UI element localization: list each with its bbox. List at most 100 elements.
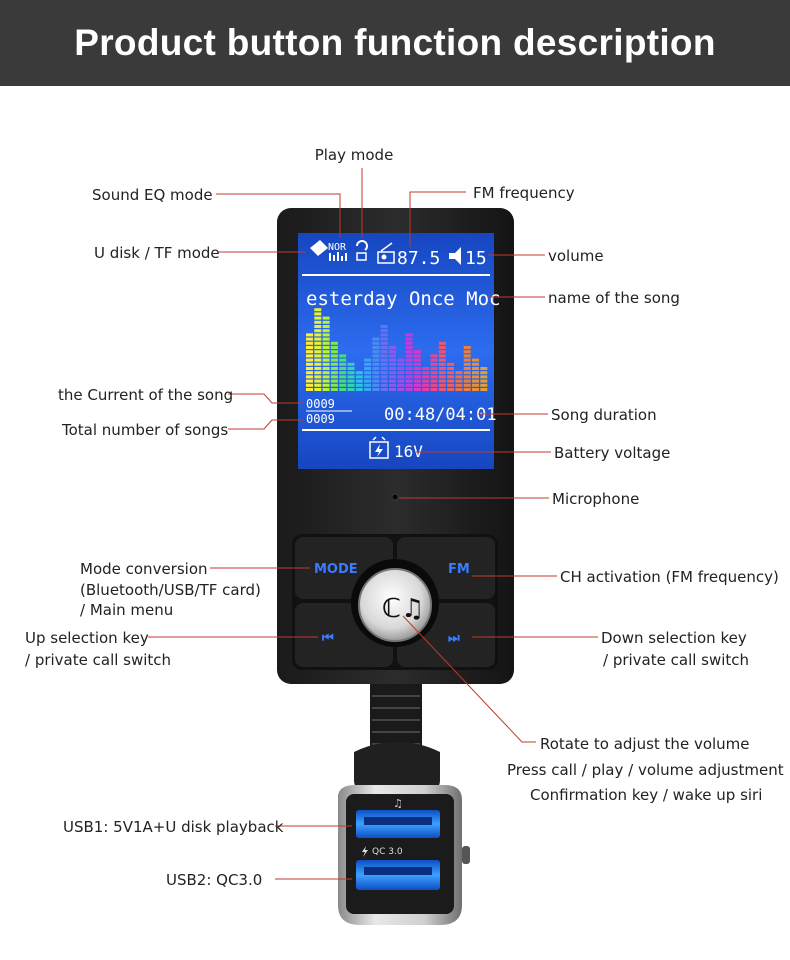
spectrum-segment — [438, 388, 446, 391]
spectrum-segment — [472, 375, 479, 379]
spectrum-segment — [389, 371, 396, 375]
music-note-icon — [310, 240, 328, 256]
spectrum-segment — [330, 362, 338, 366]
spectrum-segment — [413, 379, 421, 383]
spectrum-segment — [405, 379, 413, 383]
spectrum-segment — [472, 362, 479, 366]
label-mode-conversion-1: Mode conversion — [80, 560, 208, 578]
fm-button-label: FM — [448, 562, 470, 577]
spectrum-segment — [330, 379, 338, 383]
page-title: Product button function description — [0, 0, 790, 86]
spectrum-segment — [330, 367, 338, 370]
spectrum-segment — [438, 383, 446, 387]
spectrum-segment — [380, 333, 388, 337]
spectrum-segment — [389, 350, 396, 354]
spectrum-segment — [389, 367, 396, 370]
spectrum-segment — [306, 358, 313, 362]
mode-button-label: MODE — [314, 562, 358, 577]
spectrum-segment — [322, 350, 330, 354]
leader-lines — [148, 168, 598, 880]
spectrum-segment — [339, 354, 347, 358]
label-usb2: USB2: QC3.0 — [166, 871, 262, 889]
spectrum-segment — [455, 379, 463, 383]
spectrum-segment — [413, 350, 421, 354]
repeat-icon — [356, 240, 368, 261]
spectrum-segment — [322, 346, 330, 349]
spectrum-segment — [372, 337, 380, 341]
spectrum-segment — [339, 375, 347, 379]
spectrum-segment — [405, 350, 413, 354]
spectrum-segment — [413, 358, 421, 362]
spectrum-segment — [347, 362, 355, 366]
spectrum-segment — [405, 346, 413, 349]
spectrum-visualizer — [306, 308, 488, 391]
spectrum-segment — [405, 383, 413, 387]
spectrum-segment — [472, 371, 479, 375]
spectrum-segment — [330, 350, 338, 354]
spectrum-segment — [389, 346, 396, 349]
spectrum-segment — [405, 362, 413, 366]
spectrum-segment — [372, 354, 380, 358]
spectrum-segment — [447, 362, 455, 366]
spectrum-segment — [339, 379, 347, 383]
spectrum-segment — [330, 371, 338, 375]
spectrum-segment — [413, 383, 421, 387]
song-name-display: esterday Once Moc — [306, 288, 500, 310]
spectrum-segment — [314, 383, 322, 387]
neck-base — [354, 742, 440, 790]
current-song-display: 0009 — [306, 397, 335, 411]
spectrum-segment — [306, 341, 313, 345]
spectrum-segment — [314, 388, 322, 391]
radio-icon — [377, 242, 395, 264]
spectrum-segment — [372, 358, 380, 362]
spectrum-segment — [389, 362, 396, 366]
spectrum-segment — [405, 375, 413, 379]
spectrum-segment — [306, 375, 313, 379]
spectrum-segment — [447, 379, 455, 383]
spectrum-segment — [314, 316, 322, 320]
spectrum-segment — [430, 358, 438, 362]
spectrum-segment — [438, 354, 446, 358]
spectrum-segment — [322, 367, 330, 370]
center-knob[interactable] — [358, 568, 432, 642]
spectrum-segment — [330, 341, 338, 345]
spectrum-segment — [306, 371, 313, 375]
spectrum-segment — [314, 362, 322, 366]
spectrum-segment — [463, 358, 471, 362]
label-rotate-1: Rotate to adjust the volume — [540, 735, 750, 753]
spectrum-segment — [472, 383, 479, 387]
spectrum-segment — [472, 358, 479, 362]
spectrum-segment — [430, 354, 438, 358]
spectrum-segment — [438, 346, 446, 349]
battery-icon — [369, 436, 389, 459]
spectrum-segment — [322, 329, 330, 333]
spectrum-segment — [397, 379, 405, 383]
spectrum-segment — [389, 379, 396, 383]
spectrum-segment — [306, 388, 313, 391]
label-song-duration: Song duration — [551, 406, 657, 424]
spectrum-segment — [380, 350, 388, 354]
spectrum-segment — [438, 362, 446, 366]
lightning-icon — [362, 846, 368, 857]
label-usb1: USB1: 5V1A+U disk playback — [63, 818, 284, 836]
spectrum-segment — [306, 379, 313, 383]
spectrum-segment — [314, 346, 322, 349]
spectrum-segment — [306, 354, 313, 358]
usb1-slot — [364, 817, 432, 825]
spectrum-segment — [447, 388, 455, 391]
spectrum-segment — [314, 350, 322, 354]
spectrum-segment — [463, 350, 471, 354]
mode-badge: NOR — [328, 242, 347, 253]
spectrum-segment — [306, 333, 313, 337]
spectrum-segment — [463, 346, 471, 349]
spectrum-segment — [438, 358, 446, 362]
spectrum-segment — [405, 358, 413, 362]
spectrum-segment — [455, 388, 463, 391]
spectrum-segment — [405, 337, 413, 341]
spectrum-segment — [430, 388, 438, 391]
spectrum-segment — [380, 325, 388, 328]
spectrum-segment — [364, 388, 372, 391]
spectrum-segment — [322, 337, 330, 341]
spectrum-segment — [322, 320, 330, 324]
spectrum-segment — [322, 371, 330, 375]
